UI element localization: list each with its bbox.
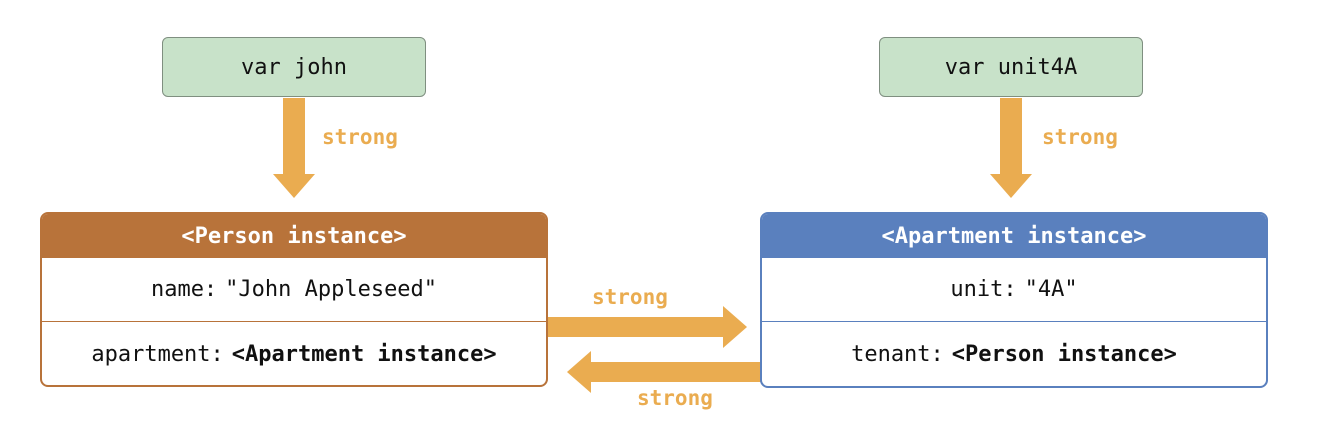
apartment-tenant-value: <Person instance> xyxy=(951,341,1177,367)
person-instance-box: <Person instance> name: "John Appleseed"… xyxy=(40,212,548,387)
apartment-unit-value: "4A" xyxy=(1024,277,1078,302)
person-apartment-value: <Apartment instance> xyxy=(231,341,497,367)
variable-unit4a-box: var unit4A xyxy=(879,37,1143,97)
apartment-tenant-key: tenant: xyxy=(851,341,944,367)
apartment-instance-title: <Apartment instance> xyxy=(762,214,1266,258)
person-apartment-row: apartment: <Apartment instance> xyxy=(42,322,546,385)
arrow-apartment-to-person xyxy=(567,351,761,393)
variable-john-box: var john xyxy=(162,37,426,97)
person-name-key: name: xyxy=(150,277,218,302)
apartment-unit-row: unit: "4A" xyxy=(762,258,1266,322)
arrow-unit4a-to-apartment xyxy=(990,98,1032,198)
label-strong-person-to-apartment: strong xyxy=(592,285,668,309)
variable-unit4a-label: var unit4A xyxy=(944,54,1078,80)
person-apartment-key: apartment: xyxy=(91,341,224,367)
arrow-person-to-apartment xyxy=(548,306,747,348)
label-strong-john: strong xyxy=(322,125,398,149)
arrow-john-to-person xyxy=(273,98,315,198)
variable-john-label: var john xyxy=(241,54,347,80)
label-strong-unit4a: strong xyxy=(1042,125,1118,149)
person-instance-title: <Person instance> xyxy=(42,214,546,258)
label-strong-apartment-to-person: strong xyxy=(637,386,713,410)
apartment-tenant-row: tenant: <Person instance> xyxy=(762,322,1266,386)
person-name-row: name: "John Appleseed" xyxy=(42,258,546,322)
apartment-unit-key: unit: xyxy=(950,277,1017,302)
apartment-instance-box: <Apartment instance> unit: "4A" tenant: … xyxy=(760,212,1268,388)
person-name-value: "John Appleseed" xyxy=(225,277,438,302)
